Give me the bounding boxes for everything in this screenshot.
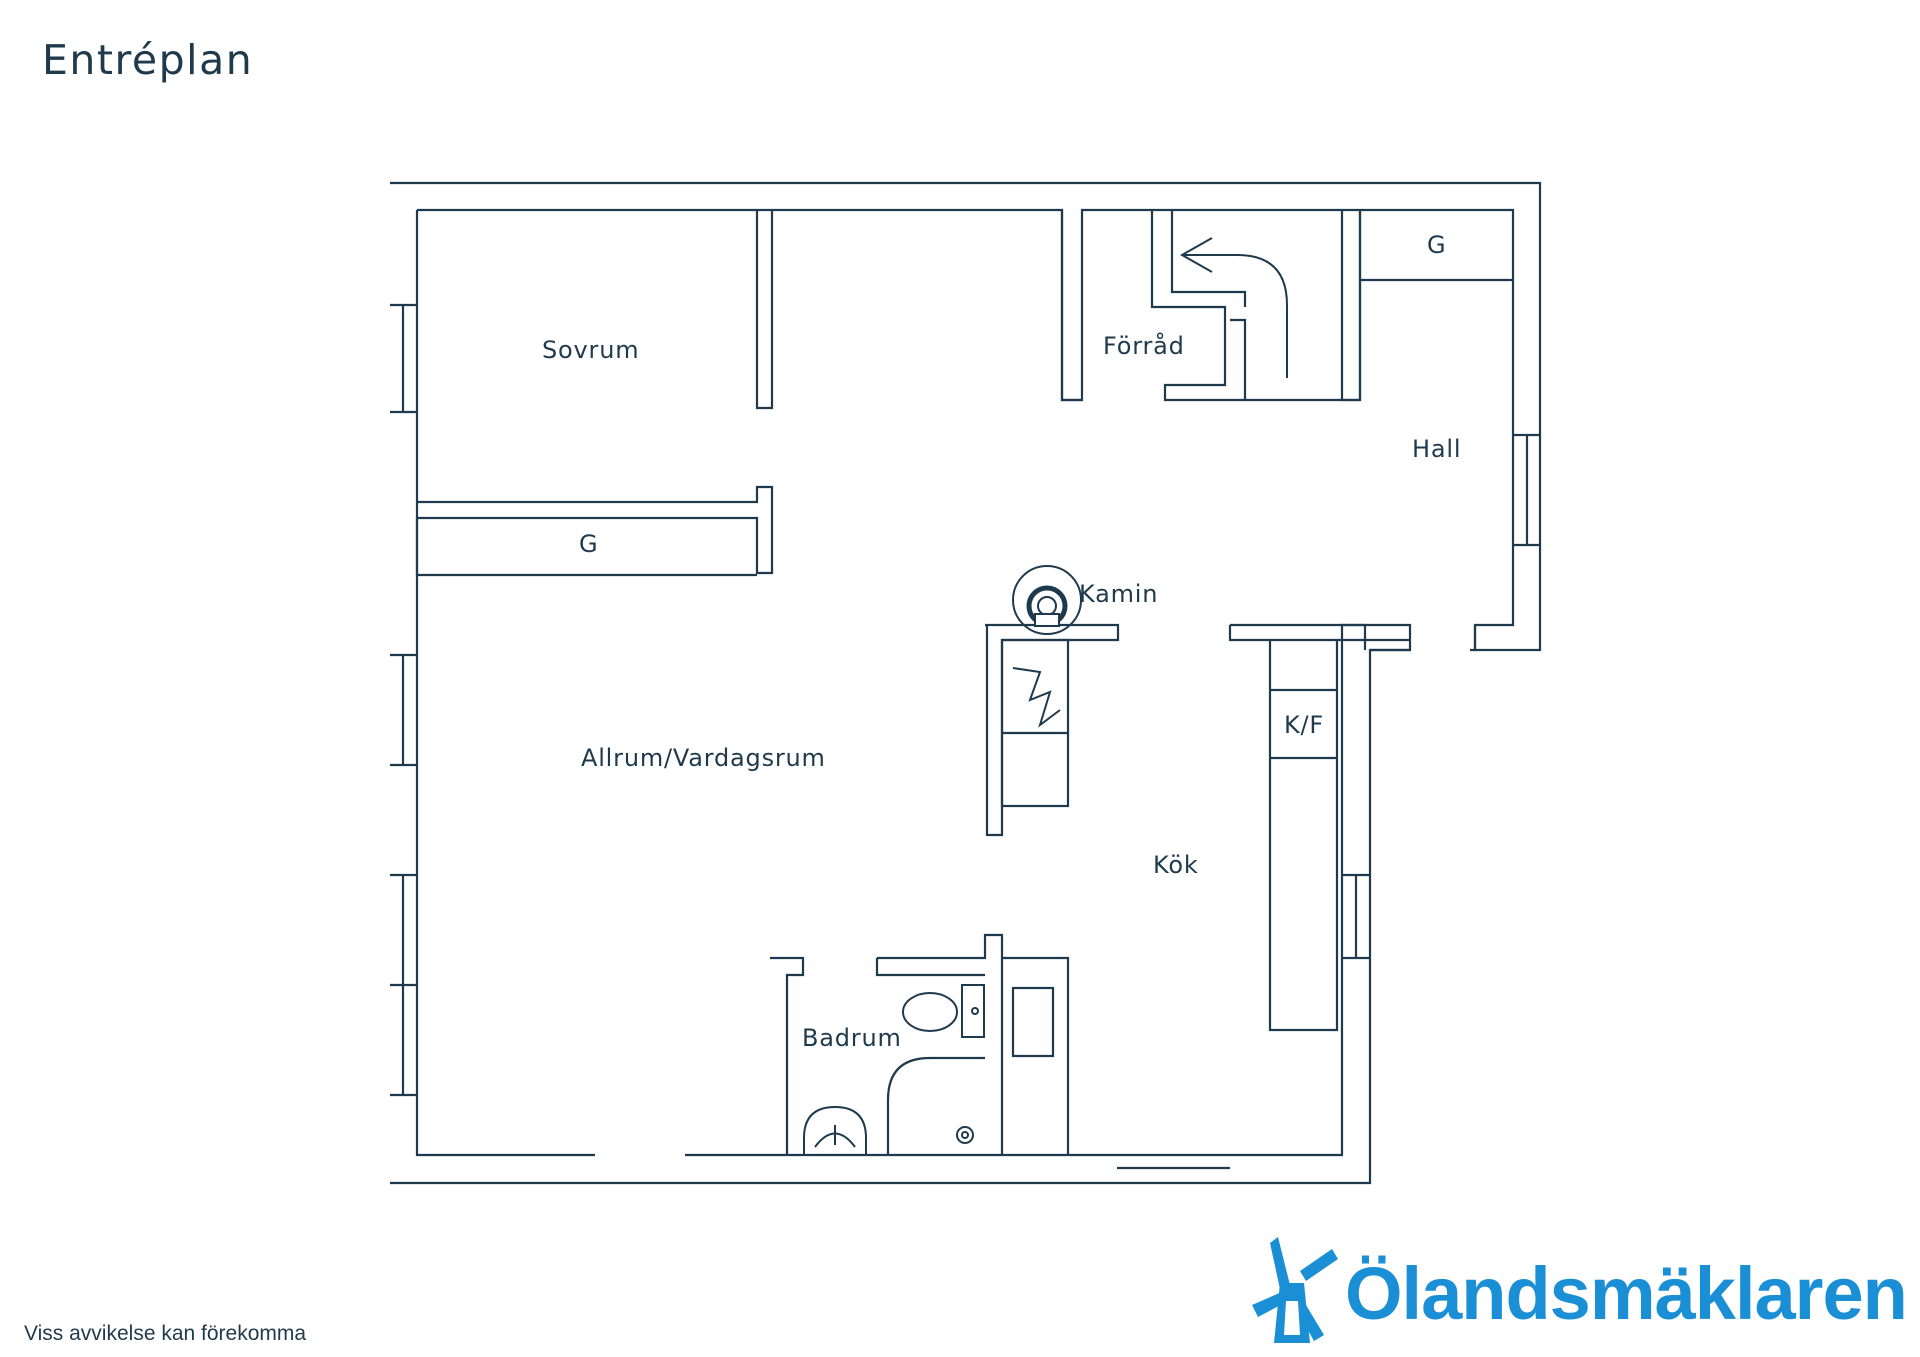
wall-sovrum-right	[755, 210, 774, 410]
label-allrum: Allrum/Vardagsrum	[581, 744, 826, 772]
windmill-icon	[1252, 1237, 1338, 1343]
toilet-icon	[902, 984, 985, 1038]
window-left-4	[390, 985, 417, 1097]
label-g-top: G	[1427, 231, 1446, 259]
label-hall: Hall	[1412, 435, 1461, 463]
window-bottom	[1117, 1153, 1230, 1185]
window-left-1	[390, 303, 417, 414]
label-g-left: G	[579, 530, 598, 558]
wall-hall-bottom	[1228, 623, 1412, 652]
label-kamin: Kamin	[1079, 580, 1158, 608]
wall-closet	[1002, 956, 1070, 1155]
window-right-kok	[1342, 873, 1370, 960]
label-badrum: Badrum	[802, 1024, 902, 1052]
fireplace-icon	[1012, 565, 1082, 635]
page-title: Entréplan	[42, 36, 254, 84]
wall-badrum-left	[770, 956, 805, 1155]
window-left-2	[390, 653, 417, 767]
wall-badrum-top	[875, 933, 1004, 1155]
wall-stair-box	[1170, 210, 1362, 402]
window-right-hall	[1513, 433, 1540, 547]
label-kok: Kök	[1153, 851, 1199, 879]
label-forrad: Förråd	[1103, 331, 1185, 360]
outer-wall-inner-top	[417, 208, 1515, 650]
brand-logo[interactable]: Ölandsmäklaren	[1250, 1235, 1908, 1345]
wall-stair-right	[1340, 210, 1360, 402]
label-sovrum: Sovrum	[542, 336, 639, 364]
window-left-3	[390, 873, 417, 987]
label-kf: K/F	[1284, 711, 1324, 739]
outer-wall-outer	[390, 181, 1542, 1185]
wall-forrad-inner	[1150, 210, 1247, 402]
wall-g-left	[415, 518, 757, 577]
brand-logo-text: Ölandsmäklaren	[1345, 1252, 1908, 1335]
kitchen-counter	[1268, 640, 1339, 1032]
disclaimer: Viss avvikelse kan förekomma	[24, 1322, 307, 1345]
wall-kamin	[985, 623, 1120, 837]
stove-icon	[1012, 667, 1061, 728]
stove-box	[1000, 638, 1070, 808]
closet-shelf	[1011, 986, 1055, 1058]
wall-sovrum-bottom	[417, 485, 774, 575]
shower	[886, 1056, 985, 1155]
wall-forrad-left	[1060, 210, 1082, 402]
wall-g-top	[1358, 210, 1513, 400]
stair-arrow-icon	[1179, 237, 1288, 378]
sink-icon	[803, 1105, 974, 1155]
